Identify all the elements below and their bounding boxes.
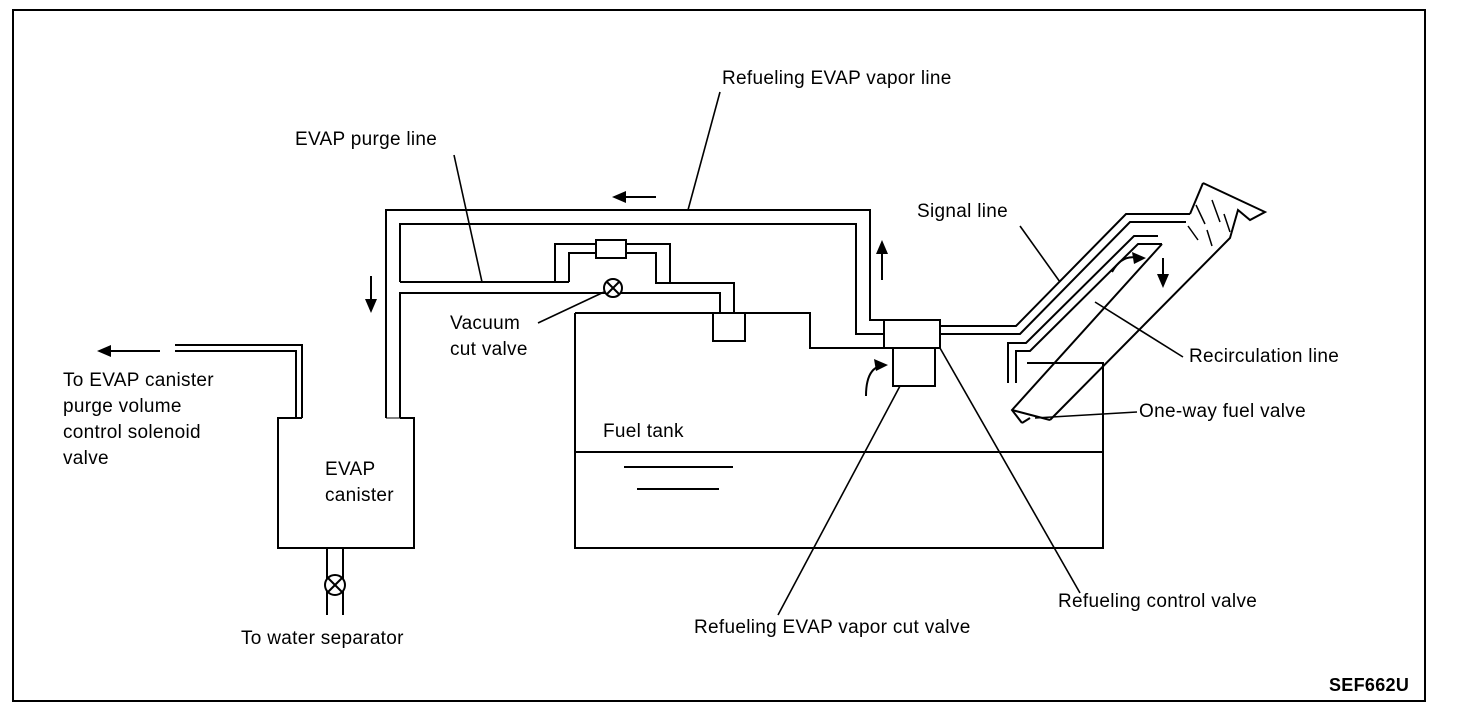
label-recirculation-line: Recirculation line: [1189, 346, 1340, 367]
flow-arrows: [97, 191, 1169, 397]
label-to-purge-volume-control-solenoid-valve: To EVAP canister purge volume control so…: [63, 370, 214, 469]
signal-line: [940, 213, 1190, 335]
label-signal-line: Signal line: [917, 201, 1008, 222]
label-to-water-separator: To water separator: [241, 628, 404, 649]
vacuum-cut-valve-icon: [603, 278, 623, 298]
label-one-way-fuel-valve: One-way fuel valve: [1139, 401, 1306, 422]
figure-code: SEF662U: [1329, 675, 1410, 695]
label-evap-canister: EVAP canister: [325, 459, 394, 506]
label-fuel-tank: Fuel tank: [603, 421, 684, 442]
label-refueling-evap-vapor-cut-valve: Refueling EVAP vapor cut valve: [694, 617, 971, 638]
fuel-tank: [574, 312, 1104, 549]
refueling-control-valve: [883, 319, 941, 349]
label-evap-purge-line: EVAP purge line: [295, 129, 438, 150]
diagram-frame: [12, 9, 1426, 702]
label-vacuum-cut-valve: Vacuum cut valve: [450, 313, 528, 360]
evap-canister: [277, 417, 415, 549]
filler-neck: [1010, 182, 1268, 424]
vacuum-cut-valve-bypass: [475, 239, 671, 298]
label-refueling-control-valve: Refueling control valve: [1058, 591, 1258, 612]
refueling-evap-vapor-line: [385, 209, 884, 418]
water-separator-valve-icon: [324, 574, 346, 596]
recirculation-line: [1007, 235, 1162, 383]
tank-fittings: [712, 312, 884, 349]
refueling-evap-vapor-cut-valve: [892, 347, 936, 387]
water-separator-pipe: [324, 548, 346, 615]
leader-lines: [453, 91, 1184, 616]
purge-volume-line: [175, 344, 303, 418]
label-refueling-evap-vapor-line: Refueling EVAP vapor line: [722, 68, 952, 89]
